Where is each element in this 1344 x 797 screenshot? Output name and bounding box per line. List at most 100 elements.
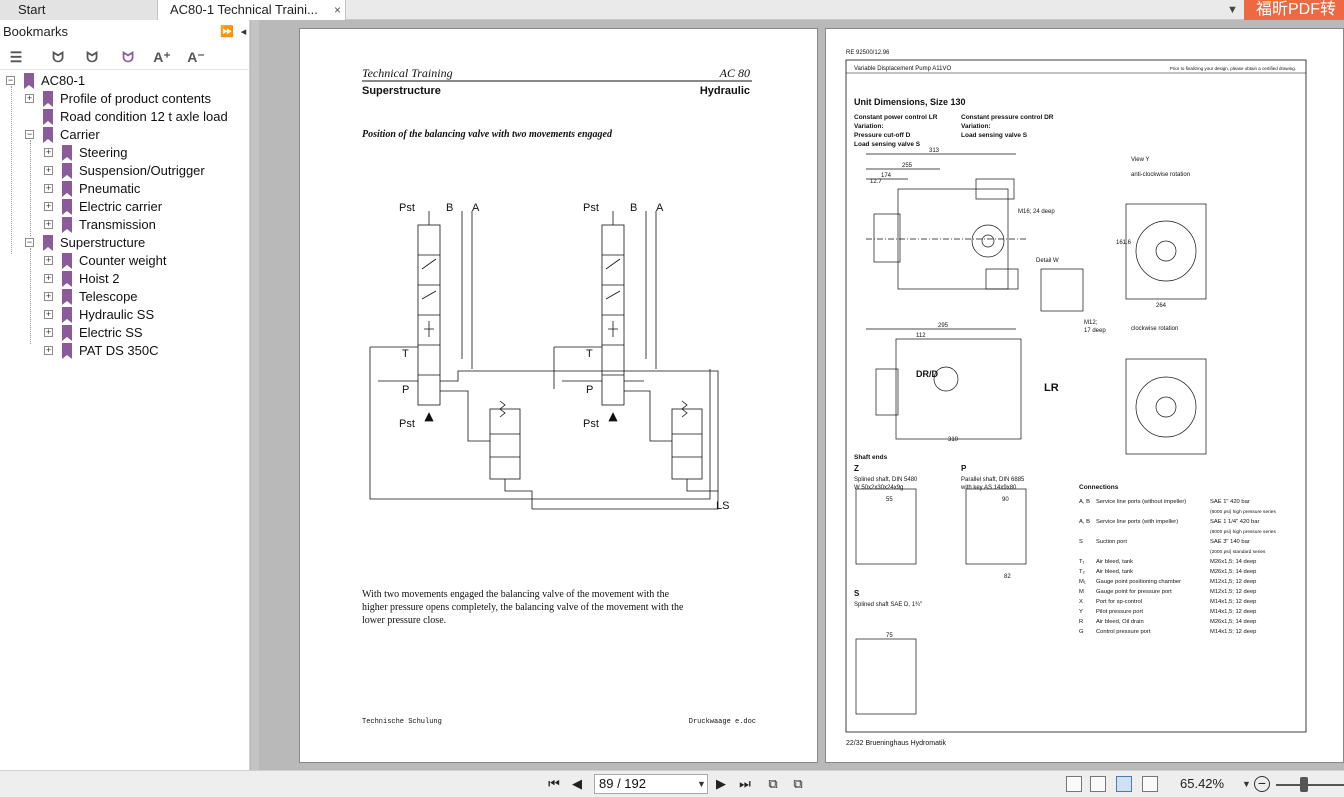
connection-spec: M26x1,5; 14 deep	[1210, 569, 1256, 575]
pdf-page-right: RE 92500/12.96 Variable Displacement Pum…	[825, 28, 1344, 763]
next-page-icon[interactable]: ▶	[716, 776, 726, 791]
expand-icon[interactable]: +	[25, 93, 34, 103]
tab-start[interactable]: Start	[0, 0, 158, 20]
label-ls: LS	[716, 500, 729, 512]
label-p: P	[586, 384, 593, 396]
connection-spec: M12x1,5; 12 deep	[1210, 579, 1256, 585]
next-view-icon[interactable]: ⧉	[793, 776, 803, 791]
label-a: A	[472, 202, 480, 214]
expand-icon[interactable]: +	[44, 219, 53, 229]
bookmark-item[interactable]: + Suspension/Outrigger	[0, 162, 250, 180]
bookmark-item[interactable]: + PAT DS 350C	[0, 342, 250, 360]
page-header-left: Technical Training	[362, 66, 453, 80]
spec-text: Constant pressure control DR	[961, 114, 1054, 121]
previous-view-icon[interactable]: ⧉	[768, 776, 778, 791]
connection-spec: (2000 psi) standard series	[1210, 549, 1266, 555]
zoom-level[interactable]: 65.42%	[1180, 776, 1225, 791]
bookmark-options-icon[interactable]: ☰	[9, 49, 23, 65]
tab-bar: Start AC80-1 Technical Traini... × ▼ 福昕P…	[0, 0, 1344, 20]
expand-icon[interactable]: +	[44, 273, 53, 283]
panel-splitter[interactable]	[251, 20, 259, 770]
close-tab-icon[interactable]: ×	[334, 3, 342, 17]
promo-banner[interactable]: 福昕PDF转	[1244, 0, 1344, 20]
dimension-label: 255	[902, 163, 913, 169]
collapse-icon[interactable]: −	[25, 129, 34, 139]
expand-icon[interactable]: +	[44, 345, 53, 355]
hydraulic-schematic: Technical Training AC 80 Superstructure …	[362, 66, 756, 726]
tab-list-icon[interactable]: ▼	[1227, 4, 1238, 16]
dimension-label: 55	[886, 497, 893, 503]
expand-icon[interactable]: +	[44, 201, 53, 211]
page-footer-left: Technische Schulung	[362, 718, 442, 726]
connection-port: Y	[1079, 609, 1083, 615]
bookmark-label: Transmission	[79, 217, 156, 232]
find-bookmark-icon[interactable]: ᗢ	[122, 49, 134, 65]
collapse-icon[interactable]: −	[6, 75, 15, 85]
bookmark-item[interactable]: − Carrier	[0, 126, 250, 144]
bookmark-label: Road condition 12 t axle load	[60, 109, 228, 124]
panel-controls-icon[interactable]: ⏩ ◂	[220, 26, 249, 38]
expand-bookmark-icon[interactable]: ᗢ	[52, 49, 64, 65]
connection-spec: M26x1,5; 14 deep	[1210, 619, 1256, 625]
connection-desc: Pilot pressure port	[1096, 609, 1143, 615]
facing-page-icon[interactable]	[1116, 776, 1132, 792]
expand-icon[interactable]: +	[44, 183, 53, 193]
bookmark-item[interactable]: + Electric carrier	[0, 198, 250, 216]
chevron-down-icon[interactable]: ▼	[697, 779, 706, 789]
bookmark-label: Hoist 2	[79, 271, 120, 286]
bookmark-item[interactable]: + Hydraulic SS	[0, 306, 250, 324]
connections-title: Connections	[1079, 484, 1119, 491]
tab-document[interactable]: AC80-1 Technical Traini...	[158, 0, 346, 20]
dimension-label: 174	[881, 173, 892, 179]
bookmark-icon	[62, 217, 72, 233]
zoom-slider[interactable]	[1276, 784, 1344, 786]
zoom-out-icon[interactable]: −	[1254, 776, 1270, 792]
connection-desc: Control pressure port	[1096, 629, 1151, 635]
shaft-desc: with key AS 14x9x80	[960, 485, 1017, 491]
collapse-bookmark-icon[interactable]: ᗢ	[86, 49, 98, 65]
bookmark-item[interactable]: + Transmission	[0, 216, 250, 234]
zoom-slider-thumb[interactable]	[1300, 777, 1308, 792]
bookmark-icon	[43, 109, 53, 125]
right-page-footer: 22/32 Brueninghaus Hydromatik	[846, 740, 947, 747]
expand-icon[interactable]: +	[44, 291, 53, 301]
decrease-font-icon[interactable]: A⁻	[187, 49, 205, 65]
bookmark-item[interactable]: + Electric SS	[0, 324, 250, 342]
single-page-icon[interactable]	[1066, 776, 1082, 792]
page-header-right: AC 80	[719, 66, 750, 80]
increase-font-icon[interactable]: A⁺	[153, 49, 171, 65]
tree-line	[30, 140, 31, 236]
previous-page-icon[interactable]: ◀	[572, 776, 582, 791]
pump-dimension-drawing: RE 92500/12.96 Variable Displacement Pum…	[845, 50, 1307, 747]
bookmark-item[interactable]: + Counter weight	[0, 252, 250, 270]
bookmark-item[interactable]: + Pneumatic	[0, 180, 250, 198]
expand-icon[interactable]: +	[44, 165, 53, 175]
expand-icon[interactable]: +	[44, 309, 53, 319]
bookmark-item[interactable]: Road condition 12 t axle load	[0, 108, 250, 126]
expand-icon[interactable]: +	[44, 327, 53, 337]
bookmark-item[interactable]: + Telescope	[0, 288, 250, 306]
figure-caption: Position of the balancing valve with two…	[362, 129, 613, 140]
label-pst: Pst	[583, 202, 599, 214]
bookmarks-panel: Bookmarks ⏩ ◂ ☰ ᗢ ᗢ ᗢ A⁺ A⁻ − AC80-1 + P…	[0, 20, 250, 770]
continuous-facing-icon[interactable]	[1142, 776, 1158, 792]
page-number-input[interactable]: 89 / 192	[594, 774, 708, 794]
connection-desc: Air bleed, Oil drain	[1096, 619, 1144, 625]
dimension-label: 264	[1156, 303, 1167, 309]
continuous-page-icon[interactable]	[1090, 776, 1106, 792]
bookmark-item[interactable]: + Profile of product contents	[0, 90, 250, 108]
collapse-icon[interactable]: −	[25, 237, 34, 247]
expand-icon[interactable]: +	[44, 255, 53, 265]
first-page-icon[interactable]: ⏮	[548, 776, 560, 791]
spec-text: Pressure cut-off D	[854, 132, 911, 139]
bookmark-root[interactable]: − AC80-1	[0, 72, 250, 90]
bookmark-item[interactable]: + Steering	[0, 144, 250, 162]
label-pst: Pst	[399, 202, 415, 214]
connection-port: M₁	[1079, 579, 1086, 585]
chevron-down-icon[interactable]: ▼	[1242, 779, 1251, 789]
dimension-label: 12.7	[870, 179, 882, 185]
last-page-icon[interactable]: ⏭	[739, 776, 751, 791]
bookmark-item[interactable]: + Hoist 2	[0, 270, 250, 288]
bookmark-item[interactable]: − Superstructure	[0, 234, 250, 252]
expand-icon[interactable]: +	[44, 147, 53, 157]
